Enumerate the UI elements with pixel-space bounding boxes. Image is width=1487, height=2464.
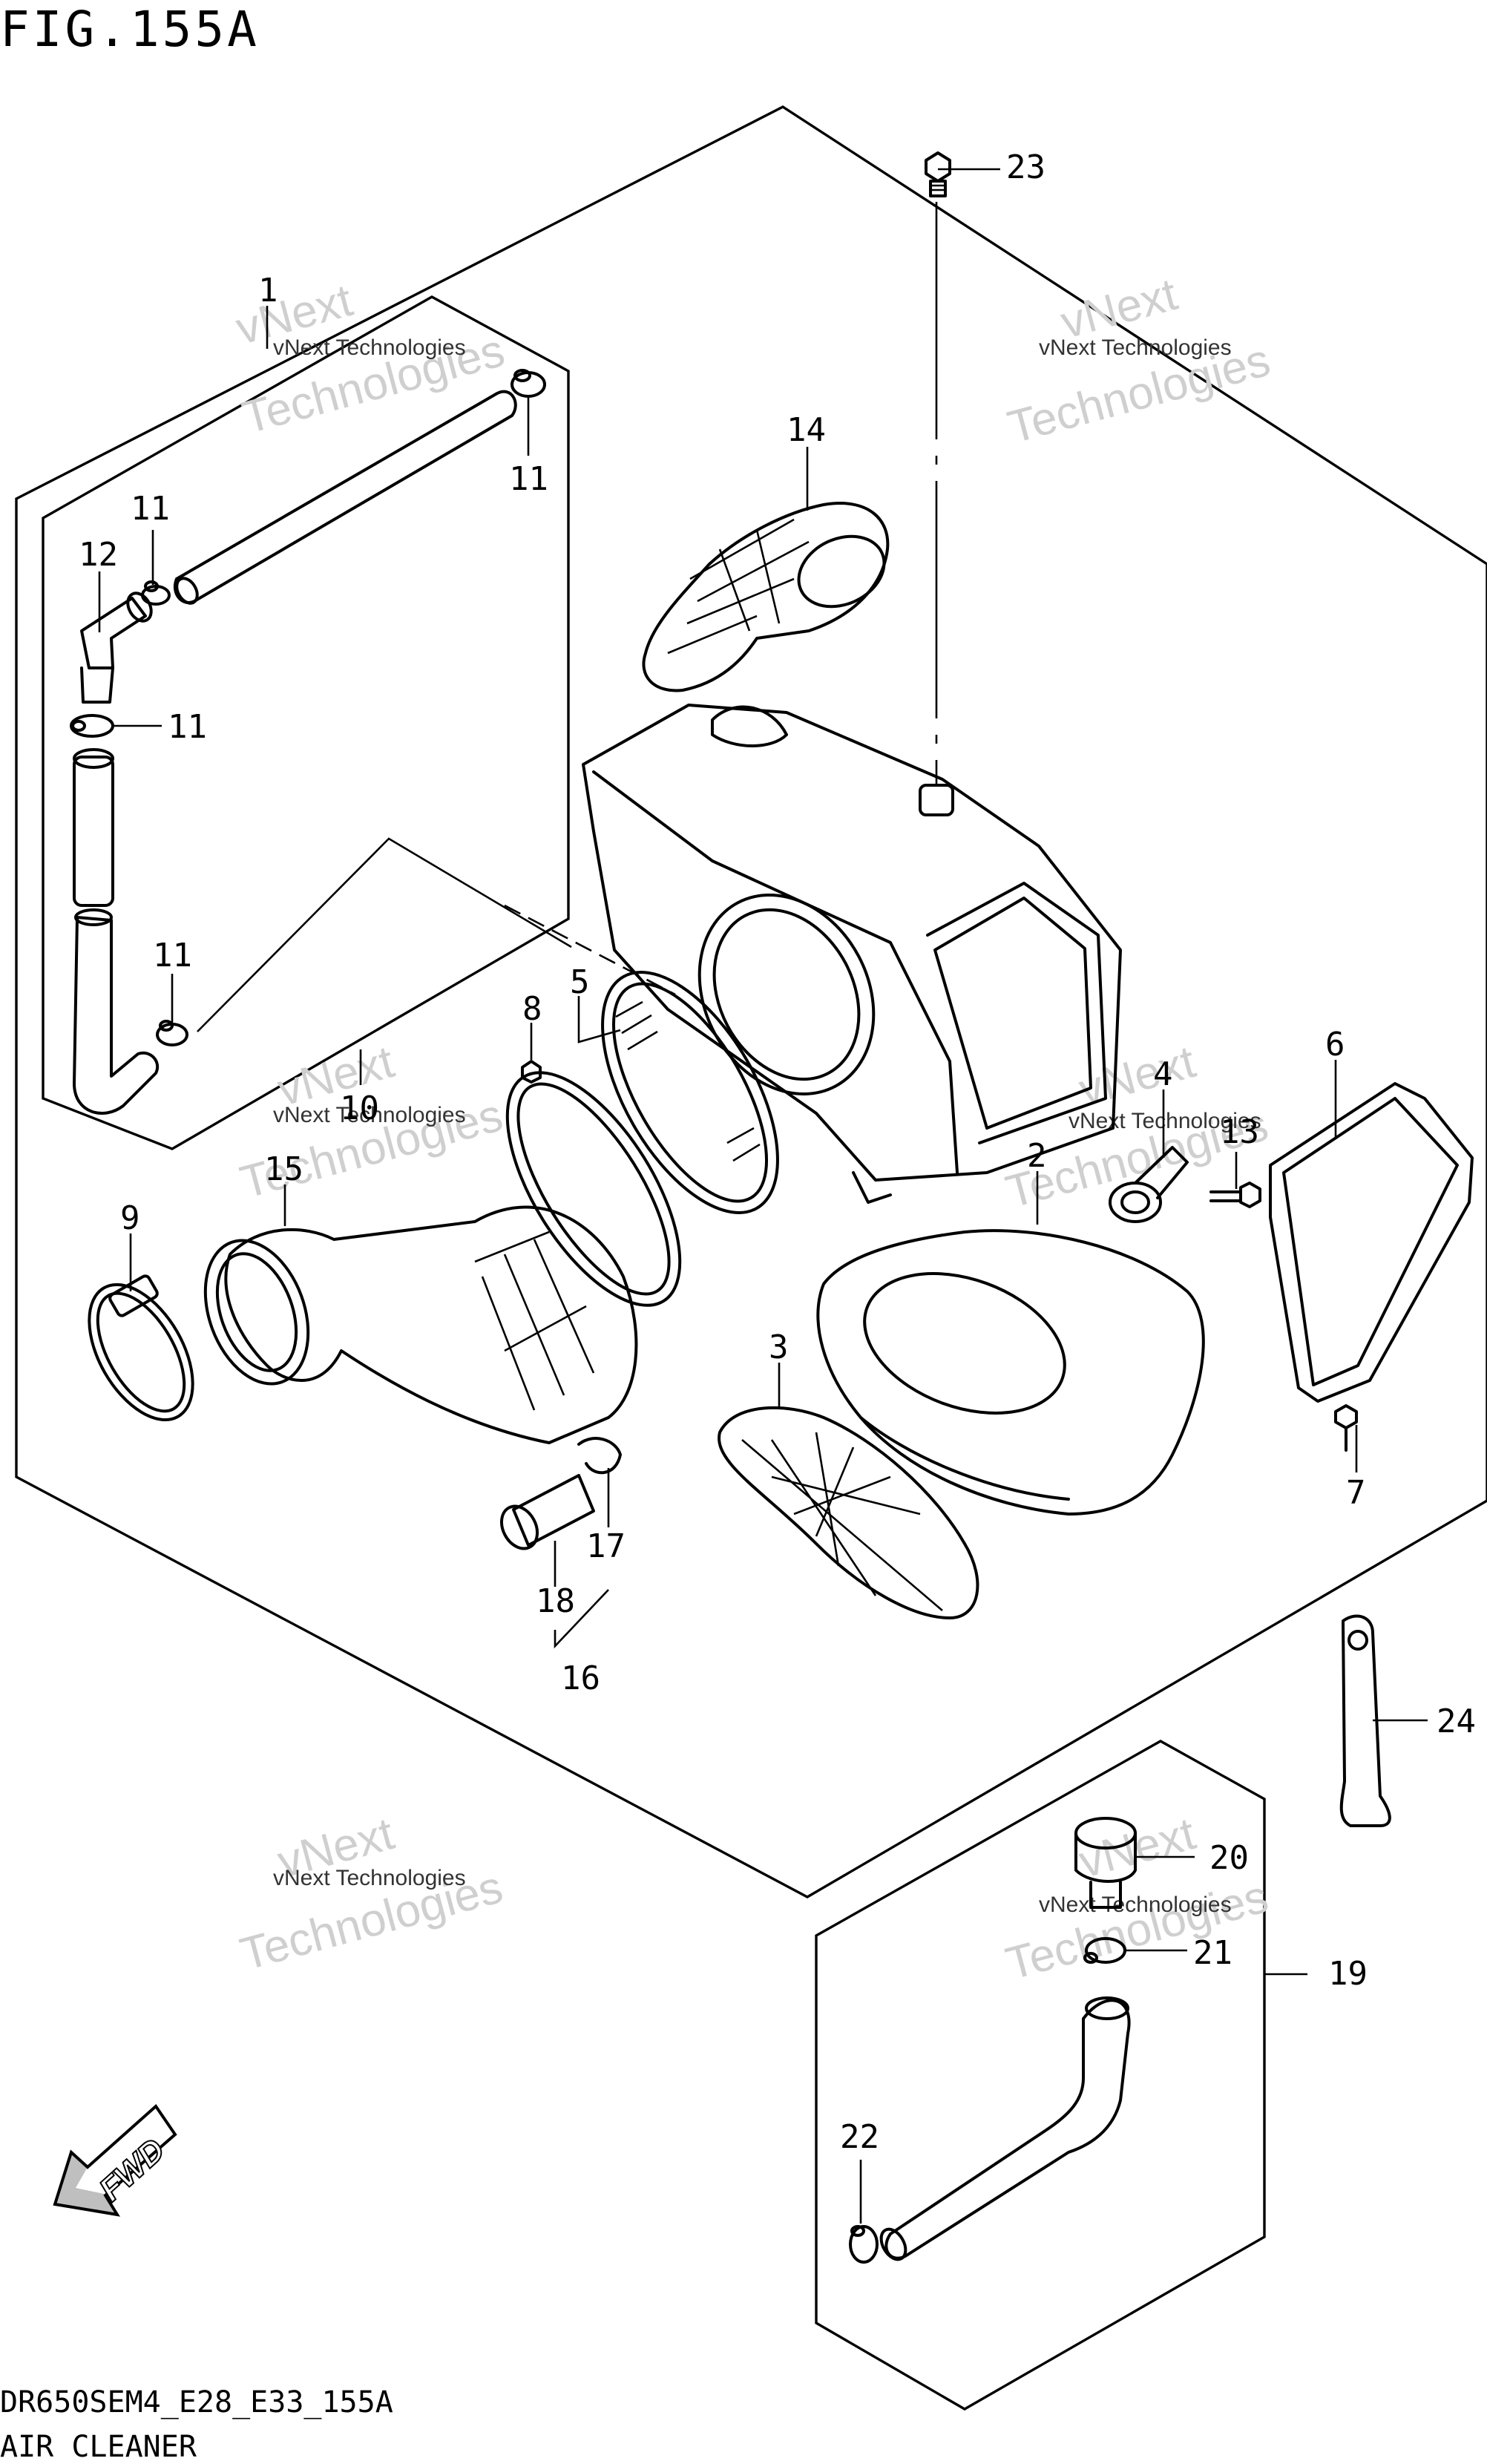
callout-22[interactable]: 22 <box>840 2118 879 2156</box>
main-assembly-frame <box>15 105 1487 1898</box>
part-11-clamp-top[interactable] <box>511 369 546 398</box>
callout-20[interactable]: 20 <box>1209 1839 1249 1877</box>
callout-6[interactable]: 6 <box>1325 1026 1345 1064</box>
svg-text:vNext Technologies: vNext Technologies <box>1039 1893 1232 1917</box>
part-23-bolt[interactable] <box>925 151 951 197</box>
part-3-filter-cage[interactable] <box>718 1406 979 1619</box>
callout-11-mid[interactable]: 11 <box>131 490 170 528</box>
svg-text:vNext Technologies: vNext Technologies <box>1069 1109 1261 1133</box>
callout-5[interactable]: 5 <box>570 963 590 1001</box>
part-12-elbow[interactable] <box>80 589 156 704</box>
part-11-clamp-bottom[interactable] <box>156 1020 188 1046</box>
part-10-hose-long[interactable] <box>173 390 517 607</box>
callout-11-bottom[interactable]: 11 <box>153 937 192 974</box>
callout-19[interactable]: 19 <box>1328 1955 1368 1993</box>
callout-10[interactable]: 10 <box>340 1090 379 1127</box>
part-18-cap[interactable] <box>494 1474 595 1555</box>
fwd-arrow-icon: FWD <box>53 2103 177 2217</box>
callout-15[interactable]: 15 <box>264 1150 303 1188</box>
part-7-screw[interactable] <box>1334 1404 1358 1452</box>
part-2-filter-element[interactable] <box>816 1229 1205 1516</box>
part-14-intake-duct[interactable] <box>642 502 896 692</box>
callout-11-top[interactable]: 11 <box>509 460 548 498</box>
air-cleaner-case[interactable] <box>582 704 1122 1204</box>
callout-18[interactable]: 18 <box>536 1582 575 1620</box>
model-code: DR650SEM4_E28_E33_155A <box>0 2385 393 2419</box>
part-11-clamp-low[interactable] <box>70 714 114 738</box>
callout-11-low[interactable]: 11 <box>168 708 207 746</box>
part-4-bushing[interactable] <box>1109 1146 1189 1223</box>
part-19-drain-hose[interactable] <box>876 1996 1131 2264</box>
part-5-screen[interactable] <box>567 944 813 1241</box>
drain-kit-frame <box>815 1740 1266 2411</box>
callout-8[interactable]: 8 <box>522 990 542 1028</box>
callout-4[interactable]: 4 <box>1153 1055 1173 1093</box>
svg-text:vNext Technologies: vNext Technologies <box>273 1103 466 1127</box>
part-22-clamp[interactable] <box>849 2225 879 2264</box>
callout-21[interactable]: 21 <box>1193 1934 1232 1972</box>
leader-10-diag <box>197 837 572 1032</box>
callout-12[interactable]: 12 <box>79 536 118 574</box>
part-8-screw[interactable] <box>521 1060 542 1084</box>
part-24-strap[interactable] <box>1339 1614 1391 1827</box>
part-8-clamp-ring[interactable] <box>473 1046 714 1333</box>
part-17-clip[interactable] <box>577 1437 622 1475</box>
watermark-top-right: vNext Technologies vNext Technologies <box>1002 269 1275 453</box>
callout-14[interactable]: 14 <box>787 411 826 449</box>
hose-kit-frame <box>42 295 570 1150</box>
callout-23[interactable]: 23 <box>1006 148 1046 186</box>
watermark-bottom-left: vNext Technologies vNext Technologies <box>235 1808 508 1980</box>
callout-13[interactable]: 13 <box>1220 1113 1259 1151</box>
callout-7[interactable]: 7 <box>1346 1474 1366 1512</box>
part-9-hose-clamp[interactable] <box>68 1267 214 1437</box>
part-20-drain-valve[interactable] <box>1074 1817 1137 1909</box>
part-11-clamp-mid[interactable] <box>141 580 171 606</box>
part-10-hose-vertical[interactable] <box>73 748 114 907</box>
part-6-cover[interactable] <box>1269 1082 1474 1403</box>
part-15-intake-boot[interactable] <box>187 1205 638 1444</box>
callout-9[interactable]: 9 <box>120 1199 140 1237</box>
callout-3[interactable]: 3 <box>769 1328 789 1366</box>
svg-text:Technologies: Technologies <box>1001 1871 1273 1990</box>
svg-text:vNext Technologies: vNext Technologies <box>1039 335 1232 360</box>
svg-text:vNext Technologies: vNext Technologies <box>273 1866 466 1890</box>
leader-5 <box>577 996 621 1043</box>
callout-2[interactable]: 2 <box>1027 1137 1047 1175</box>
section-name: AIR CLEANER <box>0 2430 197 2464</box>
callout-1[interactable]: 1 <box>258 272 278 309</box>
leader-10-dash <box>504 904 676 996</box>
part-13-screw[interactable] <box>1209 1182 1261 1208</box>
callout-17[interactable]: 17 <box>586 1527 626 1565</box>
figure-title: FIG.155A <box>0 1 260 58</box>
leader-16 <box>554 1589 609 1649</box>
svg-text:vNext Technologies: vNext Technologies <box>273 335 466 360</box>
callout-16[interactable]: 16 <box>561 1659 600 1697</box>
part-10-hose-bend[interactable] <box>73 908 159 1115</box>
callout-24[interactable]: 24 <box>1437 1703 1476 1740</box>
